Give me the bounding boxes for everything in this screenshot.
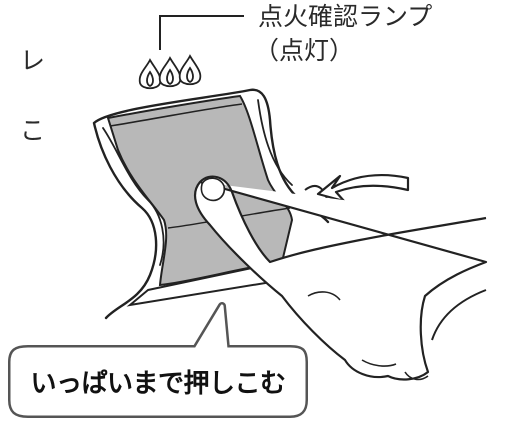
lamp-state-label: （点灯） [254, 36, 355, 65]
flame-icon [178, 54, 202, 86]
press-direction-arrow-icon [316, 173, 410, 203]
button-top-edge [109, 103, 243, 127]
flame-icon [158, 56, 182, 88]
fingernail [200, 177, 226, 202]
pressing-hand [193, 175, 488, 381]
flame-icon [138, 58, 162, 90]
left-text-fragment-2: こ [20, 116, 46, 145]
lamp-flames [138, 54, 202, 90]
thumb [431, 289, 487, 341]
finger-crease [307, 291, 429, 381]
lamp-title-label: 点火確認ランプ [258, 2, 433, 31]
lamp-leader-line [159, 15, 244, 50]
instruction-callout-inner [10, 304, 306, 416]
left-text-fragment-1: レ [20, 46, 46, 75]
instruction-text: いっぱいまで押しこむ [30, 368, 286, 399]
